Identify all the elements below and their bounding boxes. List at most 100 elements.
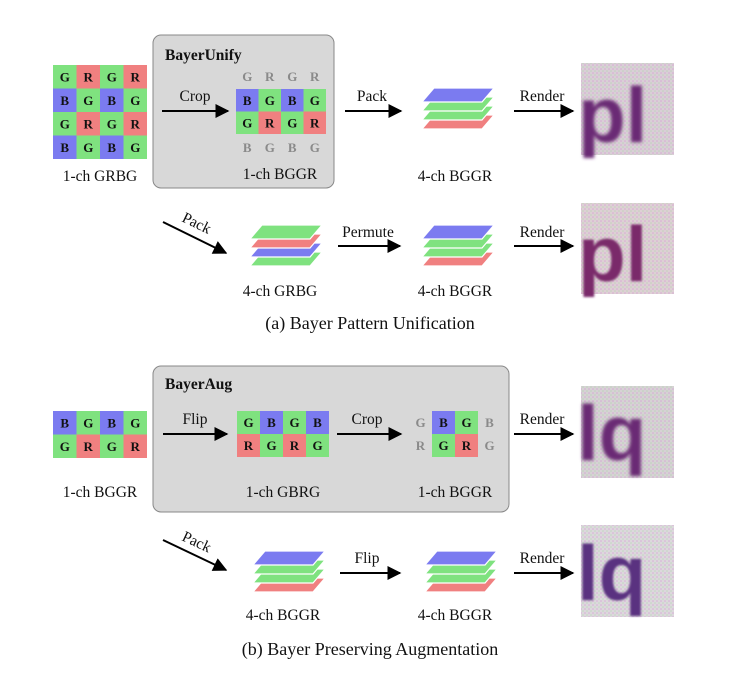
render-label-b2: Render xyxy=(520,550,566,567)
channel-layer-g xyxy=(248,224,324,240)
ghost-cell-letter: G xyxy=(242,69,252,84)
bayer-cell-letter: B xyxy=(60,140,69,155)
bayer-cell-r xyxy=(76,65,100,89)
bayer-cell-b xyxy=(260,411,283,434)
input-label-grbg: 1-ch GRBG xyxy=(63,168,137,185)
packed-stack-grbg xyxy=(248,224,324,267)
bayer-cell-g xyxy=(123,135,147,159)
render-label-2: Render xyxy=(520,224,566,241)
flipped-label-b: 4-ch BGGR xyxy=(418,607,493,624)
permuted-label: 4-ch BGGR xyxy=(418,283,493,300)
bayer-cell-g xyxy=(76,135,100,159)
permuted-stack-bggr xyxy=(420,224,496,267)
bayer-cell-letter: B xyxy=(107,140,116,155)
bayer-cell-g xyxy=(237,411,260,434)
bayer-cell-letter: G xyxy=(289,415,299,430)
bayer-cell-letter: G xyxy=(83,140,93,155)
bayer-cell-letter: R xyxy=(84,69,94,84)
bayer-cell-r xyxy=(123,65,147,89)
flip-label-b: Flip xyxy=(355,550,380,567)
bayer-cell-g xyxy=(53,65,77,89)
bayer-cell-b xyxy=(432,411,455,434)
rendered-image-a2: pl xyxy=(578,203,674,298)
bayer-cell-r xyxy=(123,112,147,136)
bayer-cell-letter: G xyxy=(287,115,297,130)
bayer-unify-title: BayerUnify xyxy=(165,47,242,64)
bayer-cell-letter: R xyxy=(244,438,254,453)
bayer-cell-r xyxy=(455,434,478,457)
render-label-b: Render xyxy=(520,411,566,428)
bayer-cell-letter: B xyxy=(60,415,69,430)
bayer-cell-b xyxy=(53,135,77,159)
channel-layer-b xyxy=(420,224,496,240)
ghost-cell-letter: R xyxy=(265,69,275,84)
ghost-cell-letter: G xyxy=(310,140,320,155)
bayer-cell-r xyxy=(76,434,100,458)
bayer-cell-letter: G xyxy=(310,93,320,108)
ghost-cell-letter: G xyxy=(484,438,494,453)
rendered-text-b1: lq xyxy=(577,389,646,477)
bayer-cell-g xyxy=(76,88,100,112)
bayer-cell-letter: G xyxy=(266,438,276,453)
bayer-cell-r xyxy=(123,434,147,458)
bayer-cell-b xyxy=(100,88,124,112)
bayer-cell-g xyxy=(53,434,77,458)
bayer-cell-g xyxy=(281,111,304,134)
bayer-cell-letter: B xyxy=(60,93,69,108)
bayer-cell-letter: G xyxy=(83,415,93,430)
bayer-cell-letter: B xyxy=(243,93,252,108)
ghost-cell-letter: B xyxy=(288,140,297,155)
flip-label: Flip xyxy=(183,411,208,428)
rendered-text-a1: pl xyxy=(578,71,647,159)
bayer-cell-g xyxy=(53,112,77,136)
pack-arrow-b xyxy=(162,539,228,571)
bayer-cell-b xyxy=(100,135,124,159)
bayer-cell-g xyxy=(100,65,124,89)
crop-label: Crop xyxy=(180,88,211,105)
ghost-cell-letter: B xyxy=(243,140,252,155)
rendered-image-b2: lq xyxy=(577,525,674,617)
bayer-cell-r xyxy=(76,112,100,136)
bayer-cell-r xyxy=(303,111,326,134)
packed-label-b: 4-ch BGGR xyxy=(246,607,321,624)
bayer-cell-letter: G xyxy=(265,93,275,108)
bayer-aug-title: BayerAug xyxy=(165,376,232,393)
bayer-cell-letter: G xyxy=(243,415,253,430)
bayer-cell-letter: G xyxy=(312,438,322,453)
rendered-image-a1: pl xyxy=(578,63,674,159)
rendered-text-b2: lq xyxy=(577,529,646,617)
channel-layer-b xyxy=(420,87,496,103)
ghost-cell-letter: G xyxy=(287,69,297,84)
bayer-cell-b xyxy=(281,89,304,112)
bayer-cell-b xyxy=(306,411,329,434)
channel-layer-b xyxy=(251,550,327,566)
render-label: Render xyxy=(520,88,566,105)
packed-label: 4-ch BGGR xyxy=(418,168,493,185)
bayer-cell-letter: B xyxy=(267,415,276,430)
bayer-cell-letter: G xyxy=(461,415,471,430)
bayer-aug-panel xyxy=(152,365,510,513)
bayer-cell-g xyxy=(123,411,147,435)
pack-arrow-2 xyxy=(162,221,228,254)
flipped-stack-bggr xyxy=(423,550,499,593)
bayer-cell-letter: G xyxy=(130,140,140,155)
bayer-cell-g xyxy=(303,89,326,112)
bayer-cell-letter: R xyxy=(265,115,275,130)
packed-stack-bggr-b xyxy=(251,550,327,593)
bayer-cell-letter: R xyxy=(84,439,94,454)
bayer-cell-g xyxy=(100,434,124,458)
bayer-cell-g xyxy=(455,411,478,434)
caption-a: (a) Bayer Pattern Unification xyxy=(265,313,474,334)
bayer-cell-letter: G xyxy=(60,116,70,131)
ghost-cell-letter: B xyxy=(485,415,494,430)
input-label-bggr: 1-ch BGGR xyxy=(63,484,138,501)
bayer-cell-letter: R xyxy=(131,439,141,454)
bayer-cell-letter: G xyxy=(107,116,117,131)
bayer-cell-g xyxy=(306,434,329,457)
bayer-cell-letter: G xyxy=(60,69,70,84)
